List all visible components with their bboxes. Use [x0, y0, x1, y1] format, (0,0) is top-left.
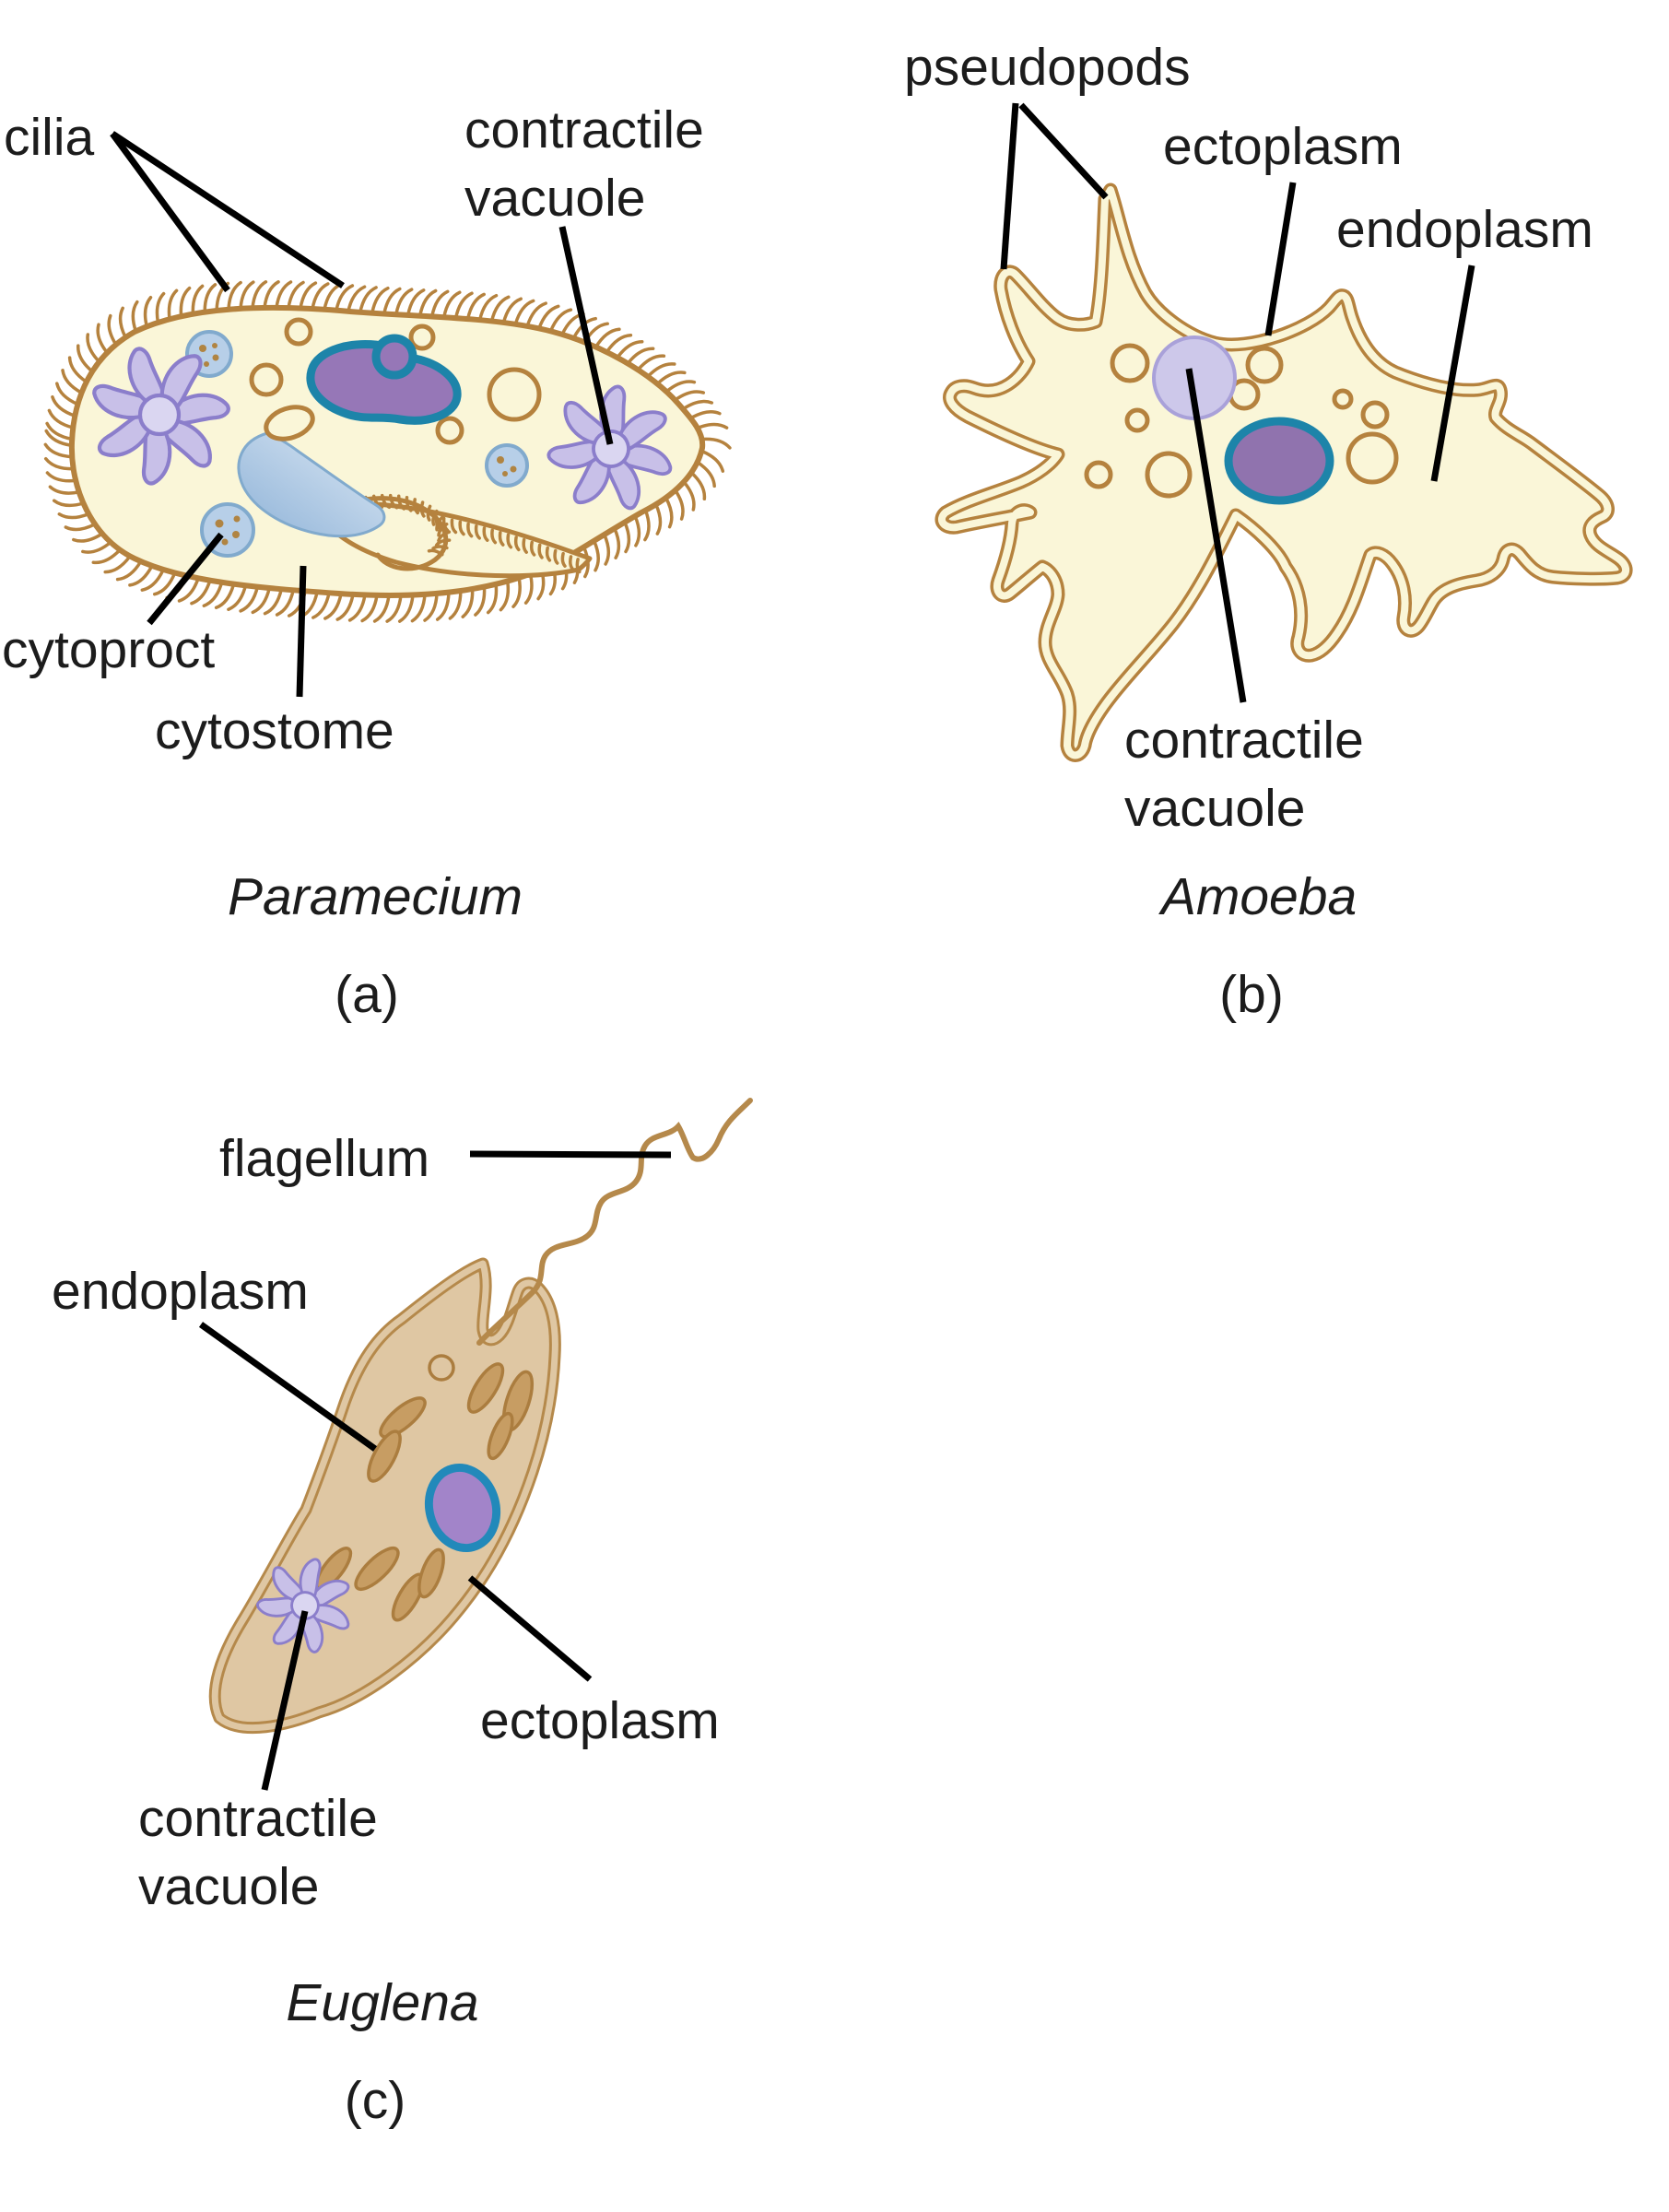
channel-cilia: [434, 514, 582, 574]
vacuole-circle: [1245, 346, 1284, 384]
vacuole-circle: [1145, 451, 1193, 499]
vacuole-circle: [1084, 460, 1113, 489]
letter-b: (b): [1219, 965, 1284, 1024]
vacuole-circle: [487, 367, 542, 422]
label-euglena-ectoplasm: ectoplasm: [480, 1691, 720, 1750]
cytostome-pointer-line: [296, 565, 307, 698]
vacuole-circle: [249, 362, 284, 397]
cytoproct-pointer-line: [147, 532, 224, 626]
label-cilia: cilia: [4, 108, 95, 167]
vacuole-circle: [1332, 388, 1354, 410]
amoeba-ectoplasm-pointer-line: [1264, 182, 1297, 336]
caption-amoeba: Amoeba: [1160, 867, 1358, 926]
label-paramecium-contractile-vacuole: contractile vacuole: [464, 100, 704, 229]
chloroplast: [466, 1362, 505, 1414]
paramecium-illustration: [43, 280, 732, 623]
caption-euglena: Euglena: [286, 1973, 479, 2032]
paramecium-contractile-vacuole-pointer-line: [558, 226, 614, 445]
label-pseudopods: pseudopods: [904, 38, 1191, 97]
vacuole-circle: [435, 416, 464, 445]
pseudopods-pointer-line-1: [1000, 102, 1019, 270]
vacuole-oval: [264, 405, 315, 441]
chloroplast: [417, 1547, 445, 1599]
label-amoeba-endoplasm: endoplasm: [1336, 200, 1593, 259]
vacuole-circle: [1110, 343, 1150, 383]
letter-c: (c): [344, 2071, 406, 2130]
flagellum-pointer-line: [469, 1150, 672, 1159]
euglena-contractile-vacuole-pointer-line: [261, 1610, 309, 1791]
cilia-pointer-line-2: [111, 131, 345, 288]
flagellum-line: [476, 1098, 753, 1346]
cytostome-funnel: [237, 431, 386, 538]
euglena-illustration: [215, 1098, 753, 1728]
vacuole-circle: [1124, 407, 1150, 433]
vacuole-circle: [1346, 431, 1399, 485]
letter-a: (a): [335, 965, 399, 1024]
chloroplast: [367, 1430, 402, 1483]
chloroplast: [487, 1411, 514, 1461]
chloroplast: [354, 1546, 400, 1592]
caption-paramecium: Paramecium: [228, 867, 523, 926]
euglena-endoplasm-pointer-line: [198, 1322, 378, 1452]
cilia-hairs: [43, 280, 732, 623]
euglena-ectoplasm-pointer-line: [467, 1575, 593, 1682]
vacuole-circle: [284, 317, 313, 347]
amoeba-illustration: [942, 190, 1626, 756]
amoeba-nucleus: [1224, 417, 1334, 505]
leader-lines: [110, 102, 1475, 1791]
label-cytostome: cytostome: [155, 701, 394, 760]
label-amoeba-contractile-vacuole: contractile vacuole: [1124, 711, 1364, 839]
food-vacuole: [485, 443, 529, 488]
micronucleus: [371, 334, 417, 380]
chloroplast: [379, 1396, 427, 1439]
amoeba-contractile-vacuole-pointer-line: [1185, 368, 1247, 703]
label-euglena-endoplasm: endoplasm: [52, 1262, 309, 1321]
amoeba-endoplasm-pointer-line: [1430, 265, 1475, 482]
vacuole-circle: [1360, 400, 1390, 429]
euglena-vacuole-circle: [428, 1354, 455, 1382]
cilia-pointer-line-1: [110, 131, 230, 293]
pseudopods-pointer-line-2: [1018, 102, 1109, 200]
vacuole-circle: [408, 324, 436, 351]
label-cytoproct: cytoproct: [2, 620, 216, 679]
euglena-nucleus: [424, 1463, 501, 1553]
label-amoeba-ectoplasm: ectoplasm: [1163, 117, 1403, 176]
label-euglena-contractile-vacuole: contractile vacuole: [138, 1789, 378, 1917]
label-flagellum: flagellum: [219, 1129, 430, 1188]
